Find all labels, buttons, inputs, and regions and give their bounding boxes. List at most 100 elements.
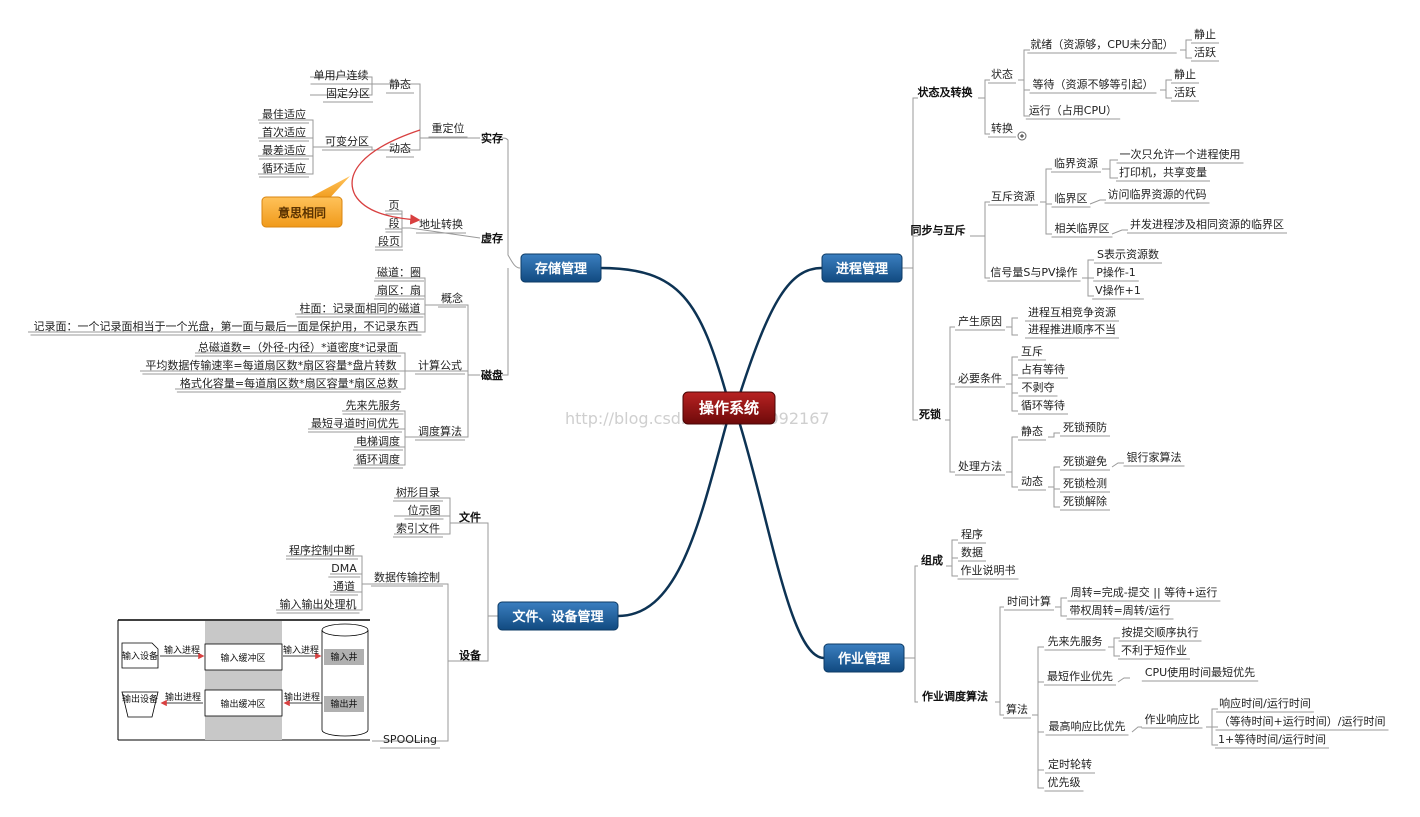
node-record-face[interactable]: 记录面：一个记录面相当于一个光盘，第一面与最后一面是保护用，不记录东西	[34, 319, 419, 333]
node-critical-resource-1[interactable]: 一次只允许一个进程使用	[1120, 147, 1241, 161]
node-algorithm[interactable]: 算法	[1006, 702, 1028, 716]
branch-files-devices[interactable]: 文件、设备管理	[497, 601, 619, 631]
node-composition[interactable]: 组成	[921, 553, 943, 567]
node-critical-resource-2[interactable]: 打印机，共享变量	[1119, 165, 1207, 179]
node-disk[interactable]: 磁盘	[481, 368, 503, 382]
node-cause-1[interactable]: 进程互相竞争资源	[1028, 305, 1116, 319]
node-banker[interactable]: 银行家算法	[1127, 450, 1182, 464]
node-job-fcfs-1[interactable]: 按提交顺序执行	[1122, 625, 1199, 639]
node-ratio-1[interactable]: 响应时间/运行时间	[1219, 696, 1311, 710]
node-transition[interactable]: 转换	[991, 121, 1013, 135]
node-mutex-resource[interactable]: 互斥资源	[991, 189, 1035, 203]
node-formula-1[interactable]: 总磁道数=（外径-内径）*道密度*记录面	[198, 340, 398, 354]
branch-process[interactable]: 进程管理	[821, 253, 903, 283]
node-formula-3[interactable]: 格式化容量=每道扇区数*扇区容量*扇区总数	[180, 376, 398, 390]
node-tree-directory[interactable]: 树形目录	[396, 485, 440, 499]
node-data[interactable]: 数据	[961, 545, 983, 559]
node-handling-static[interactable]: 静态	[1021, 424, 1043, 438]
node-segment[interactable]: 段	[389, 216, 400, 230]
node-hrrn[interactable]: 最高响应比优先	[1049, 719, 1126, 733]
node-handling-dynamic[interactable]: 动态	[1021, 475, 1043, 488]
node-running[interactable]: 运行（占用CPU）	[1029, 103, 1117, 117]
node-job-fcfs[interactable]: 先来先服务	[1048, 635, 1103, 648]
node-elevator[interactable]: 电梯调度	[356, 434, 400, 448]
node-data-transfer-control[interactable]: 数据传输控制	[374, 570, 440, 584]
node-spooling[interactable]: SPOOLing	[383, 733, 437, 746]
node-waiting-active[interactable]: 活跃	[1174, 85, 1196, 99]
node-program-interrupt[interactable]: 程序控制中断	[289, 543, 355, 557]
node-cylinder[interactable]: 柱面：记录面相同的磁道	[300, 301, 421, 315]
node-static[interactable]: 静态	[389, 77, 411, 91]
node-circular-scan[interactable]: 循环调度	[356, 452, 400, 466]
node-detect[interactable]: 死锁检测	[1063, 476, 1107, 490]
node-nec-no-preempt[interactable]: 不剥夺	[1022, 381, 1055, 394]
node-state-transition[interactable]: 状态及转换	[918, 85, 974, 99]
node-deadlock[interactable]: 死锁	[919, 407, 941, 421]
node-address-translation[interactable]: 地址转换	[419, 217, 463, 231]
node-segment-page[interactable]: 段页	[378, 234, 400, 248]
node-nec-hold-wait[interactable]: 占有等待	[1021, 362, 1065, 376]
node-critical-resource[interactable]: 临界资源	[1054, 156, 1098, 170]
node-formula[interactable]: 计算公式	[418, 358, 462, 372]
node-round-robin[interactable]: 定时轮转	[1048, 757, 1092, 771]
node-index-file[interactable]: 索引文件	[396, 521, 440, 535]
node-device[interactable]: 设备	[459, 648, 482, 662]
node-cause[interactable]: 产生原因	[958, 314, 1002, 328]
node-waiting-static[interactable]: 静止	[1174, 67, 1196, 81]
node-variable-partition[interactable]: 可变分区	[325, 134, 369, 148]
node-time-calc[interactable]: 时间计算	[1007, 594, 1051, 608]
node-nec-circular-wait[interactable]: 循环等待	[1021, 398, 1065, 412]
node-ratio-2[interactable]: （等待时间+运行时间）/运行时间	[1219, 714, 1386, 728]
node-waiting[interactable]: 等待（资源不够等引起）	[1033, 77, 1154, 91]
node-semaphore[interactable]: 信号量S与PV操作	[990, 265, 1077, 279]
node-sector[interactable]: 扇区：扇	[377, 283, 421, 297]
node-first-fit[interactable]: 首次适应	[262, 125, 306, 139]
center-node[interactable]: 操作系统	[682, 391, 776, 425]
node-next-fit[interactable]: 循环适应	[262, 161, 306, 175]
node-semaphore-2[interactable]: P操作-1	[1096, 265, 1136, 279]
node-response-ratio[interactable]: 作业响应比	[1145, 712, 1200, 726]
node-handling[interactable]: 处理方法	[958, 459, 1002, 473]
node-ready-active[interactable]: 活跃	[1194, 45, 1216, 59]
node-virtual-memory[interactable]: 虚存	[481, 231, 503, 245]
node-real-memory[interactable]: 实存	[481, 131, 503, 145]
node-channel[interactable]: 通道	[333, 579, 355, 593]
node-necessary-conditions[interactable]: 必要条件	[958, 371, 1002, 385]
node-sync-mutex[interactable]: 同步与互斥	[911, 223, 966, 237]
node-critical-section[interactable]: 临界区	[1055, 191, 1088, 205]
node-cause-2[interactable]: 进程推进顺序不当	[1028, 322, 1116, 336]
node-io-processor[interactable]: 输入输出处理机	[280, 597, 357, 611]
node-worst-fit[interactable]: 最差适应	[262, 143, 306, 157]
node-bitmap[interactable]: 位示图	[408, 503, 441, 517]
node-job-scheduling[interactable]: 作业调度算法	[922, 689, 988, 703]
node-job-manual[interactable]: 作业说明书	[961, 563, 1016, 577]
node-semaphore-3[interactable]: V操作+1	[1095, 283, 1141, 297]
node-dynamic[interactable]: 动态	[389, 142, 411, 155]
node-related-critical-desc[interactable]: 并发进程涉及相同资源的临界区	[1130, 217, 1284, 231]
node-nec-mutex[interactable]: 互斥	[1021, 345, 1043, 358]
node-track[interactable]: 磁道：圈	[377, 265, 421, 279]
node-recover[interactable]: 死锁解除	[1063, 494, 1107, 508]
node-best-fit[interactable]: 最佳适应	[262, 107, 306, 121]
node-turnaround[interactable]: 周转=完成-提交 || 等待+运行	[1071, 585, 1218, 599]
node-single-user[interactable]: 单用户连续	[314, 68, 369, 82]
node-dma[interactable]: DMA	[331, 562, 357, 575]
node-fixed-partition[interactable]: 固定分区	[326, 86, 370, 100]
node-priority[interactable]: 优先级	[1048, 776, 1081, 789]
node-file[interactable]: 文件	[459, 510, 481, 524]
expand-toggle[interactable]	[1017, 131, 1027, 141]
node-semaphore-1[interactable]: S表示资源数	[1097, 247, 1159, 261]
node-relocation[interactable]: 重定位	[432, 121, 465, 135]
node-sjf[interactable]: 最短作业优先	[1047, 669, 1113, 683]
node-program[interactable]: 程序	[961, 527, 983, 541]
node-ready-static[interactable]: 静止	[1194, 27, 1216, 41]
node-disk-fcfs[interactable]: 先来先服务	[346, 399, 401, 412]
node-state[interactable]: 状态	[991, 67, 1013, 81]
node-page[interactable]: 页	[389, 199, 400, 212]
node-prevent[interactable]: 死锁预防	[1063, 420, 1107, 434]
node-related-critical-section[interactable]: 相关临界区	[1055, 221, 1110, 235]
branch-storage[interactable]: 存储管理	[520, 253, 602, 283]
node-concept[interactable]: 概念	[441, 291, 463, 305]
node-sstf[interactable]: 最短寻道时间优先	[311, 416, 399, 430]
node-ready[interactable]: 就绪（资源够，CPU未分配）	[1030, 37, 1173, 51]
